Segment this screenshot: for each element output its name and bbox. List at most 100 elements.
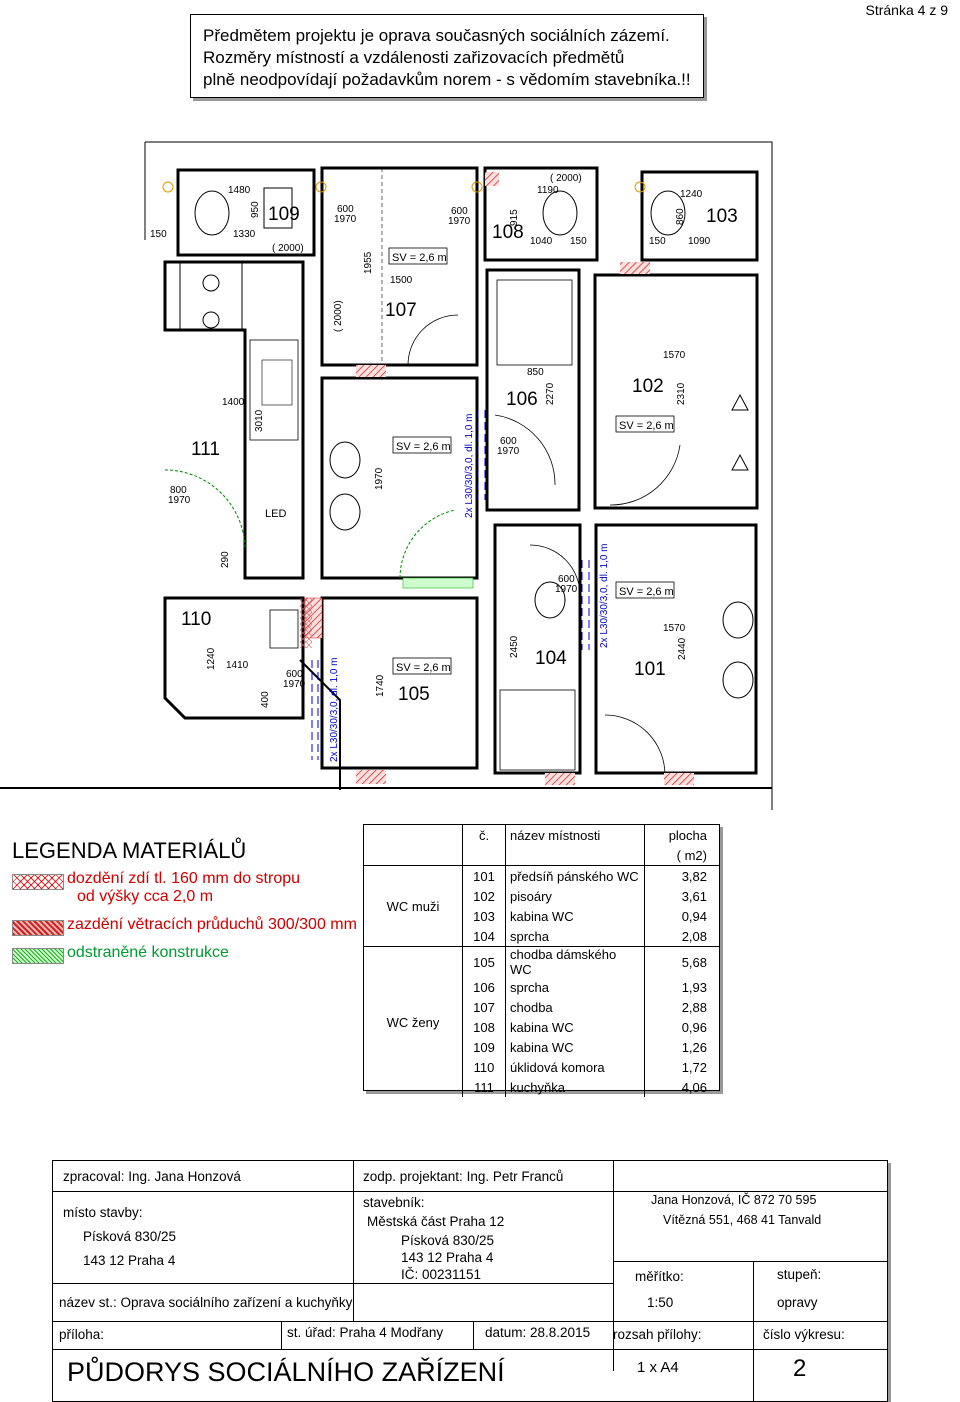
room-number: 102 bbox=[632, 376, 664, 397]
pipe-label: 2x L30/30/3,0, dl. 1,0 m bbox=[599, 543, 610, 648]
room-number: 105 bbox=[398, 684, 430, 705]
led-label: LED bbox=[265, 508, 286, 520]
dimension: 1570 bbox=[663, 623, 686, 634]
scale-value: 1:50 bbox=[647, 1295, 674, 1310]
room-number: 106 bbox=[506, 389, 538, 410]
col-header-unit: ( m2) bbox=[676, 847, 707, 863]
door-width: 600 bbox=[337, 204, 354, 215]
col-header-num: č. bbox=[462, 825, 506, 845]
dimension: 1970 bbox=[374, 467, 385, 490]
dimension: 1740 bbox=[375, 674, 386, 697]
door-height: 1970 bbox=[168, 495, 191, 506]
ceiling-height: SV = 2,6 m bbox=[619, 420, 674, 432]
legend-swatch bbox=[12, 948, 64, 964]
drawing-number-label: číslo výkresu: bbox=[763, 1327, 845, 1342]
dimension: 850 bbox=[527, 367, 544, 378]
dimension: 400 bbox=[260, 691, 271, 708]
col-header-area: plocha bbox=[668, 827, 707, 843]
dimension: 1240 bbox=[680, 189, 703, 200]
notice-line: Rozměry místností a vzdálenosti zařizova… bbox=[203, 48, 625, 67]
notice-line: plně neodpovídají požadavkům norem - s v… bbox=[203, 70, 691, 89]
legend-swatch bbox=[12, 874, 64, 890]
project-name: název st.: Oprava sociálního zařízení a … bbox=[59, 1295, 353, 1310]
room-number: 104 bbox=[535, 648, 567, 669]
pipe-label: 2x L30/30/3,0, dl. 1,0 m bbox=[329, 657, 340, 762]
door-width: 600 bbox=[451, 206, 468, 217]
legend-label: dozdění zdí tl. 160 mm do stropu od výšk… bbox=[67, 870, 301, 905]
dimension: 290 bbox=[220, 551, 231, 568]
page-number: Stránka 4 z 9 bbox=[865, 2, 949, 18]
investor-id: IČ: 00231151 bbox=[401, 1267, 482, 1282]
ceiling-height: SV = 2,6 m bbox=[396, 441, 451, 453]
door-height: 1970 bbox=[497, 446, 520, 457]
door-width: 600 bbox=[286, 669, 303, 680]
door-width: 800 bbox=[170, 485, 187, 496]
site-city: 143 12 Praha 4 bbox=[83, 1253, 176, 1268]
investor-name: Městská část Praha 12 bbox=[367, 1214, 505, 1229]
site-label: místo stavby: bbox=[63, 1205, 143, 1220]
dimension: 150 bbox=[649, 236, 666, 247]
notice-line: Předmětem projektu je oprava současných … bbox=[203, 26, 670, 45]
floor-plan: 109 107 108 103 111 106 102 110 104 101 … bbox=[0, 141, 773, 810]
legend-item: zazdění větracích průduchů 300/300 mm bbox=[12, 916, 362, 938]
group-women: WC ženy bbox=[364, 946, 463, 1097]
legend-title: LEGENDA MATERIÁLŮ bbox=[12, 838, 247, 863]
door-height: 1970 bbox=[555, 584, 578, 595]
dimension: 1400 bbox=[222, 397, 245, 408]
room-number: 103 bbox=[706, 206, 738, 227]
scale-label: měřítko: bbox=[635, 1269, 684, 1284]
extent-value: 1 x A4 bbox=[637, 1359, 679, 1376]
room-number: 108 bbox=[492, 222, 524, 243]
author-id: Jana Honzová, IČ 872 70 595 bbox=[651, 1193, 817, 1207]
dimension: 915 bbox=[509, 209, 520, 226]
investor-city: 143 12 Praha 4 bbox=[401, 1250, 494, 1265]
project-notice: Předmětem projektu je oprava současných … bbox=[190, 14, 704, 98]
group-men: WC muži bbox=[364, 865, 463, 947]
dimension: 1240 bbox=[206, 647, 217, 670]
dimension: 2270 bbox=[545, 382, 556, 405]
dimension: 1330 bbox=[233, 229, 256, 240]
room-number: 107 bbox=[385, 300, 417, 321]
door-height: 1970 bbox=[448, 216, 471, 227]
dimension: ( 2000) bbox=[333, 300, 344, 332]
room-number: 109 bbox=[268, 204, 300, 225]
door-width: 600 bbox=[500, 436, 517, 447]
dimension: 1570 bbox=[663, 350, 686, 361]
ceiling-height: SV = 2,6 m bbox=[619, 586, 674, 598]
date: datum: 28.8.2015 bbox=[485, 1325, 591, 1340]
pipe-label: 2x L30/30/3,0, dl. 1,0 m bbox=[464, 413, 475, 518]
ceiling-height: SV = 2,6 m bbox=[396, 662, 451, 674]
rooms-table: č. název místnosti plocha ( m2) WC muži … bbox=[363, 824, 720, 1097]
prepared-by: zpracoval: Ing. Jana Honzová bbox=[63, 1169, 241, 1184]
investor-label: stavebník: bbox=[363, 1195, 425, 1210]
dimension: 3010 bbox=[254, 409, 265, 432]
materials-legend: LEGENDA MATERIÁLŮ dozdění zdí tl. 160 mm… bbox=[12, 838, 362, 966]
dimension: 1410 bbox=[226, 660, 249, 671]
legend-item: dozdění zdí tl. 160 mm do stropu od výšk… bbox=[12, 870, 362, 910]
dimension: 1040 bbox=[530, 236, 553, 247]
dimension: 2310 bbox=[676, 382, 687, 405]
drawing-number: 2 bbox=[793, 1355, 807, 1382]
door-width: 600 bbox=[558, 574, 575, 585]
dimension: 1480 bbox=[228, 185, 251, 196]
drawing-title: PŮDORYS SOCIÁLNÍHO ZAŘÍZENÍ bbox=[67, 1357, 505, 1387]
legend-label: zazdění větracích průduchů 300/300 mm bbox=[67, 916, 357, 933]
dimension: 860 bbox=[675, 208, 686, 225]
stage-value: opravy bbox=[777, 1295, 818, 1310]
extent-label: rozsah přílohy: bbox=[613, 1327, 702, 1342]
dimension: 2440 bbox=[677, 637, 688, 660]
door-height: 1970 bbox=[334, 214, 357, 225]
legend-item: odstraněné konstrukce bbox=[12, 944, 362, 966]
title-block: zpracoval: Ing. Jana Honzová zodp. proje… bbox=[52, 1160, 888, 1402]
dimension: 2450 bbox=[509, 635, 520, 658]
